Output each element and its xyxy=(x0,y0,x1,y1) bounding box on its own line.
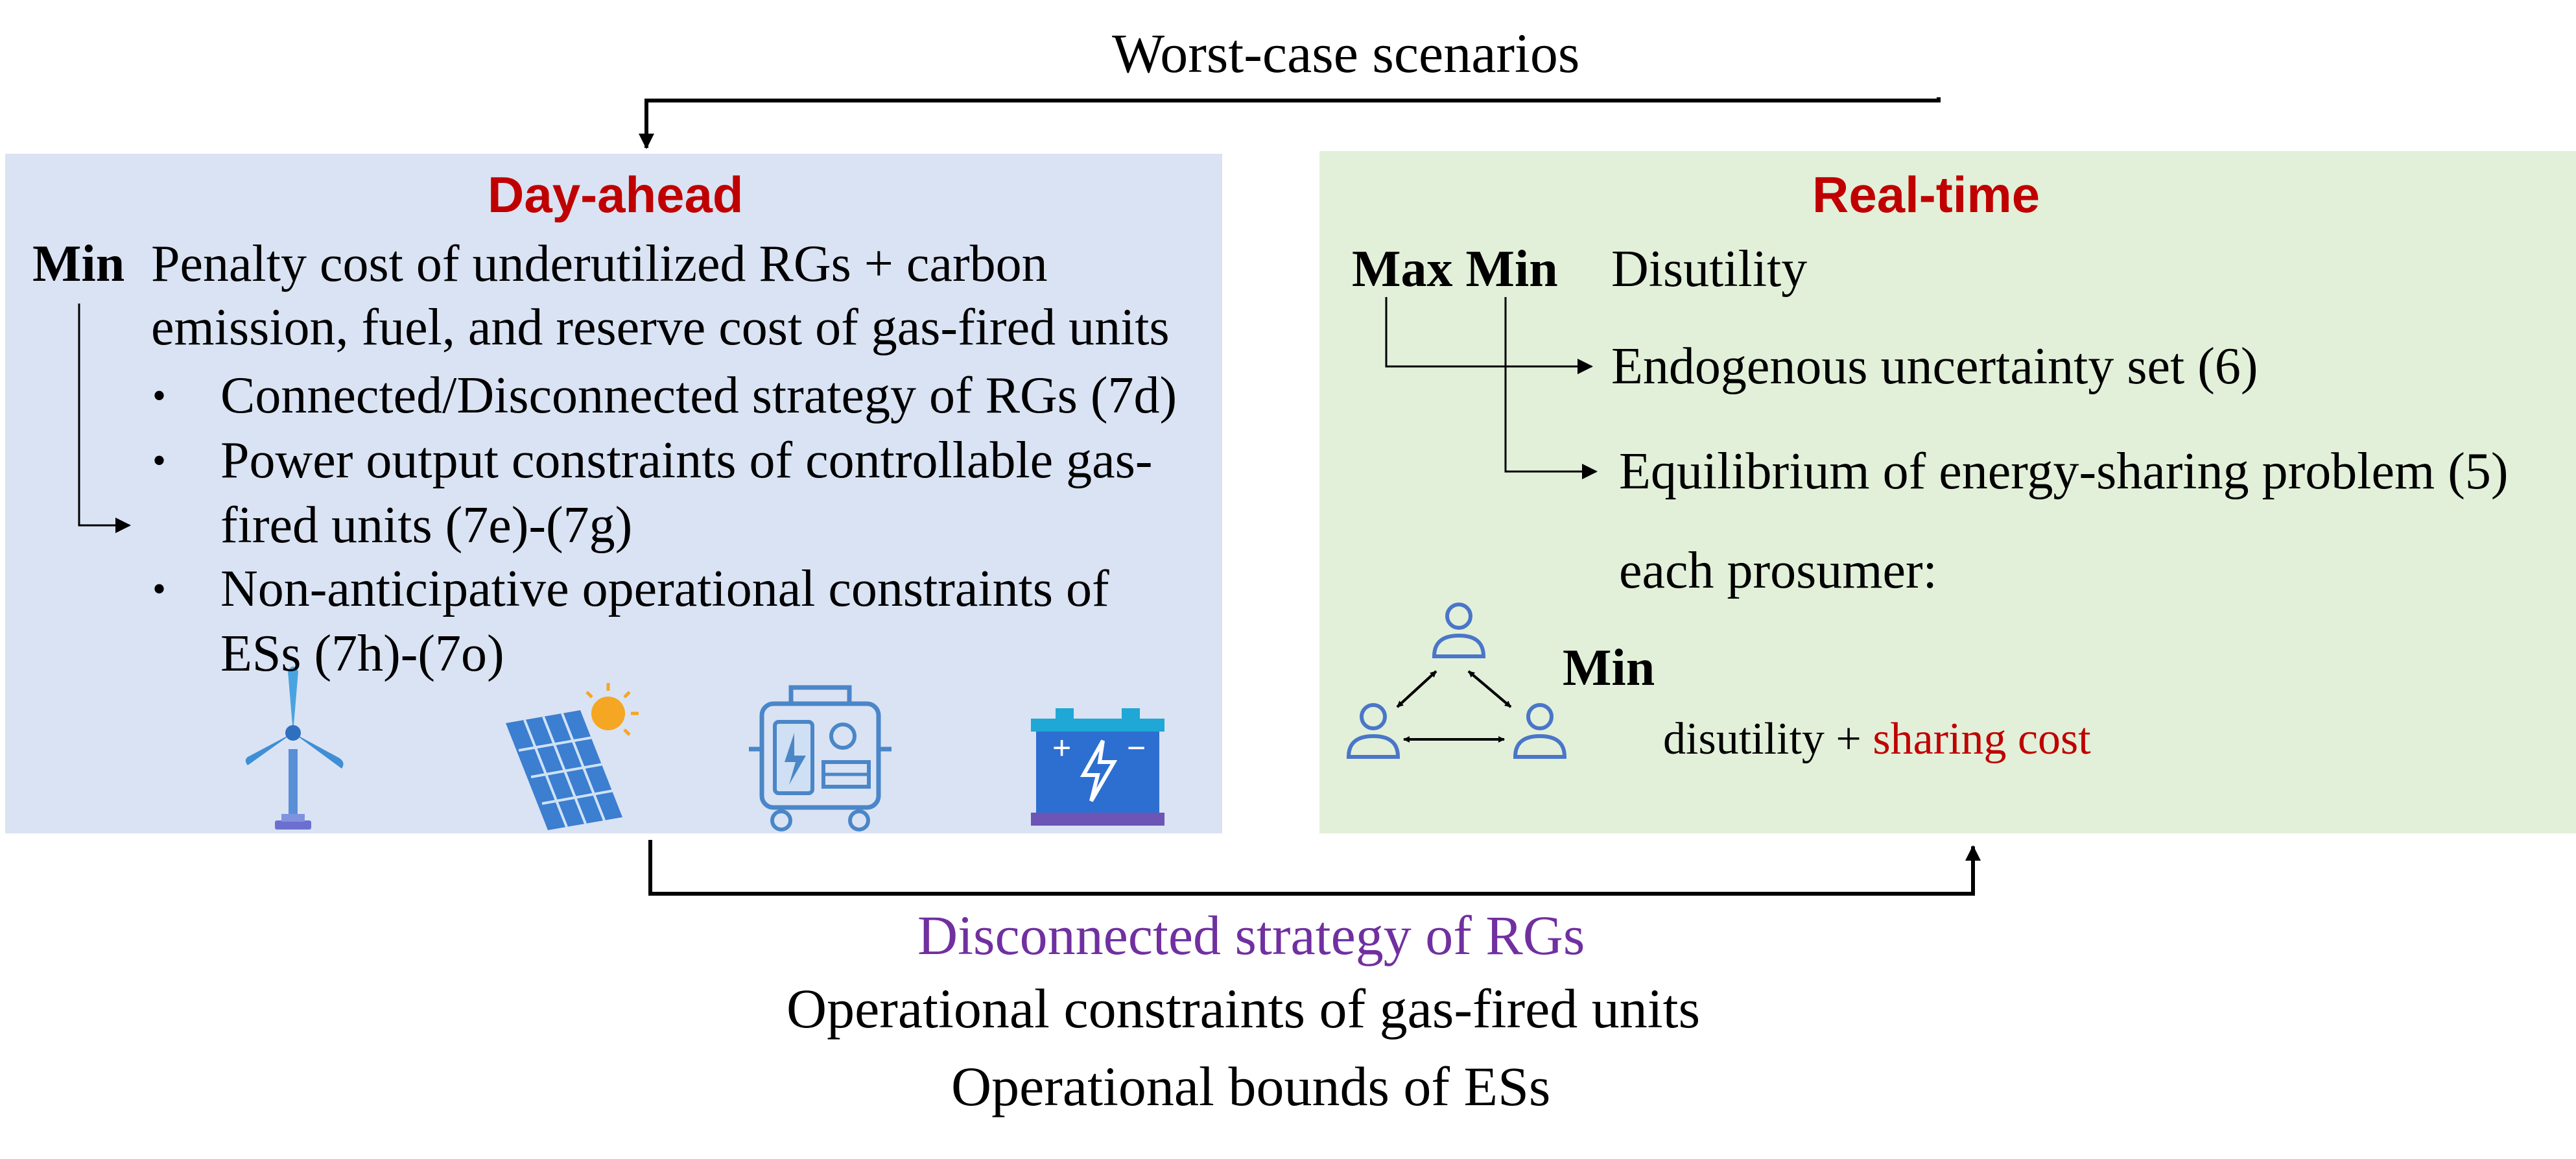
prosumer-network-icon xyxy=(1346,603,1567,759)
prosumer-label: each prosumer: xyxy=(1619,542,1937,599)
min-bracket-arrow-rt xyxy=(1504,297,1598,479)
real-time-max-min-label: Max Min xyxy=(1352,241,1558,298)
bullet-marker: • xyxy=(152,374,167,417)
bottom-line-disconnected-strategy: Disconnected strategy of RGs xyxy=(917,904,1585,966)
real-time-item-equilibrium: Equilibrium of energy-sharing problem (5… xyxy=(1619,443,2509,500)
day-ahead-bullet-1: Connected/Disconnected strategy of RGs (… xyxy=(220,367,1177,424)
gas-generator-icon xyxy=(749,685,892,831)
prosumer-person-top xyxy=(1432,603,1486,658)
wind-turbine-icon xyxy=(245,666,344,830)
min-bracket-arrow xyxy=(78,304,131,533)
day-ahead-bullet-3-line2: ESs (7h)-(7o) xyxy=(220,625,504,682)
max-bracket-arrow xyxy=(1385,297,1593,374)
prosumer-person-left xyxy=(1346,703,1400,759)
bullet-marker: • xyxy=(152,568,167,610)
prosumer-min-label: Min xyxy=(1563,639,1655,697)
prosumer-objective-plain: disutility + xyxy=(1663,714,1873,764)
prosumer-objective: disutility + sharing cost xyxy=(1663,710,2091,769)
bottom-line-es-bounds: Operational bounds of ESs xyxy=(951,1055,1551,1117)
decision-transfer-arrow xyxy=(648,840,1981,896)
battery-icon: + − xyxy=(1031,708,1164,826)
worst-case-arrow xyxy=(639,97,1941,149)
prosumer-person-right xyxy=(1513,703,1567,759)
svg-text:+: + xyxy=(1052,730,1071,766)
prosumer-links xyxy=(1396,670,1512,743)
day-ahead-bullet-3-line1: Non-anticipative operational constraints… xyxy=(220,560,1109,617)
day-ahead-bullet-2-line2: fired units (7e)-(7g) xyxy=(220,497,633,554)
prosumer-objective-sharing-cost: sharing cost xyxy=(1873,714,2091,764)
solar-panel-icon xyxy=(506,683,639,830)
real-time-item-uncertainty-set: Endogenous uncertainty set (6) xyxy=(1611,338,2258,395)
day-ahead-title: Day-ahead xyxy=(488,166,744,223)
real-time-title: Real-time xyxy=(1812,166,2040,223)
real-time-objective: Disutility xyxy=(1611,241,1808,298)
svg-text:−: − xyxy=(1127,730,1146,766)
day-ahead-objective-line2: emission, fuel, and reserve cost of gas-… xyxy=(151,299,1170,356)
day-ahead-bullet-2-line1: Power output constraints of controllable… xyxy=(220,432,1153,489)
day-ahead-objective-line1: Penalty cost of underutilized RGs + carb… xyxy=(151,235,1048,293)
worst-case-label: Worst-case scenarios xyxy=(1112,22,1580,84)
day-ahead-min-label: Min xyxy=(32,235,125,293)
bottom-line-gas-fired-constraints: Operational constraints of gas-fired uni… xyxy=(786,977,1701,1040)
bullet-marker: • xyxy=(152,439,167,482)
